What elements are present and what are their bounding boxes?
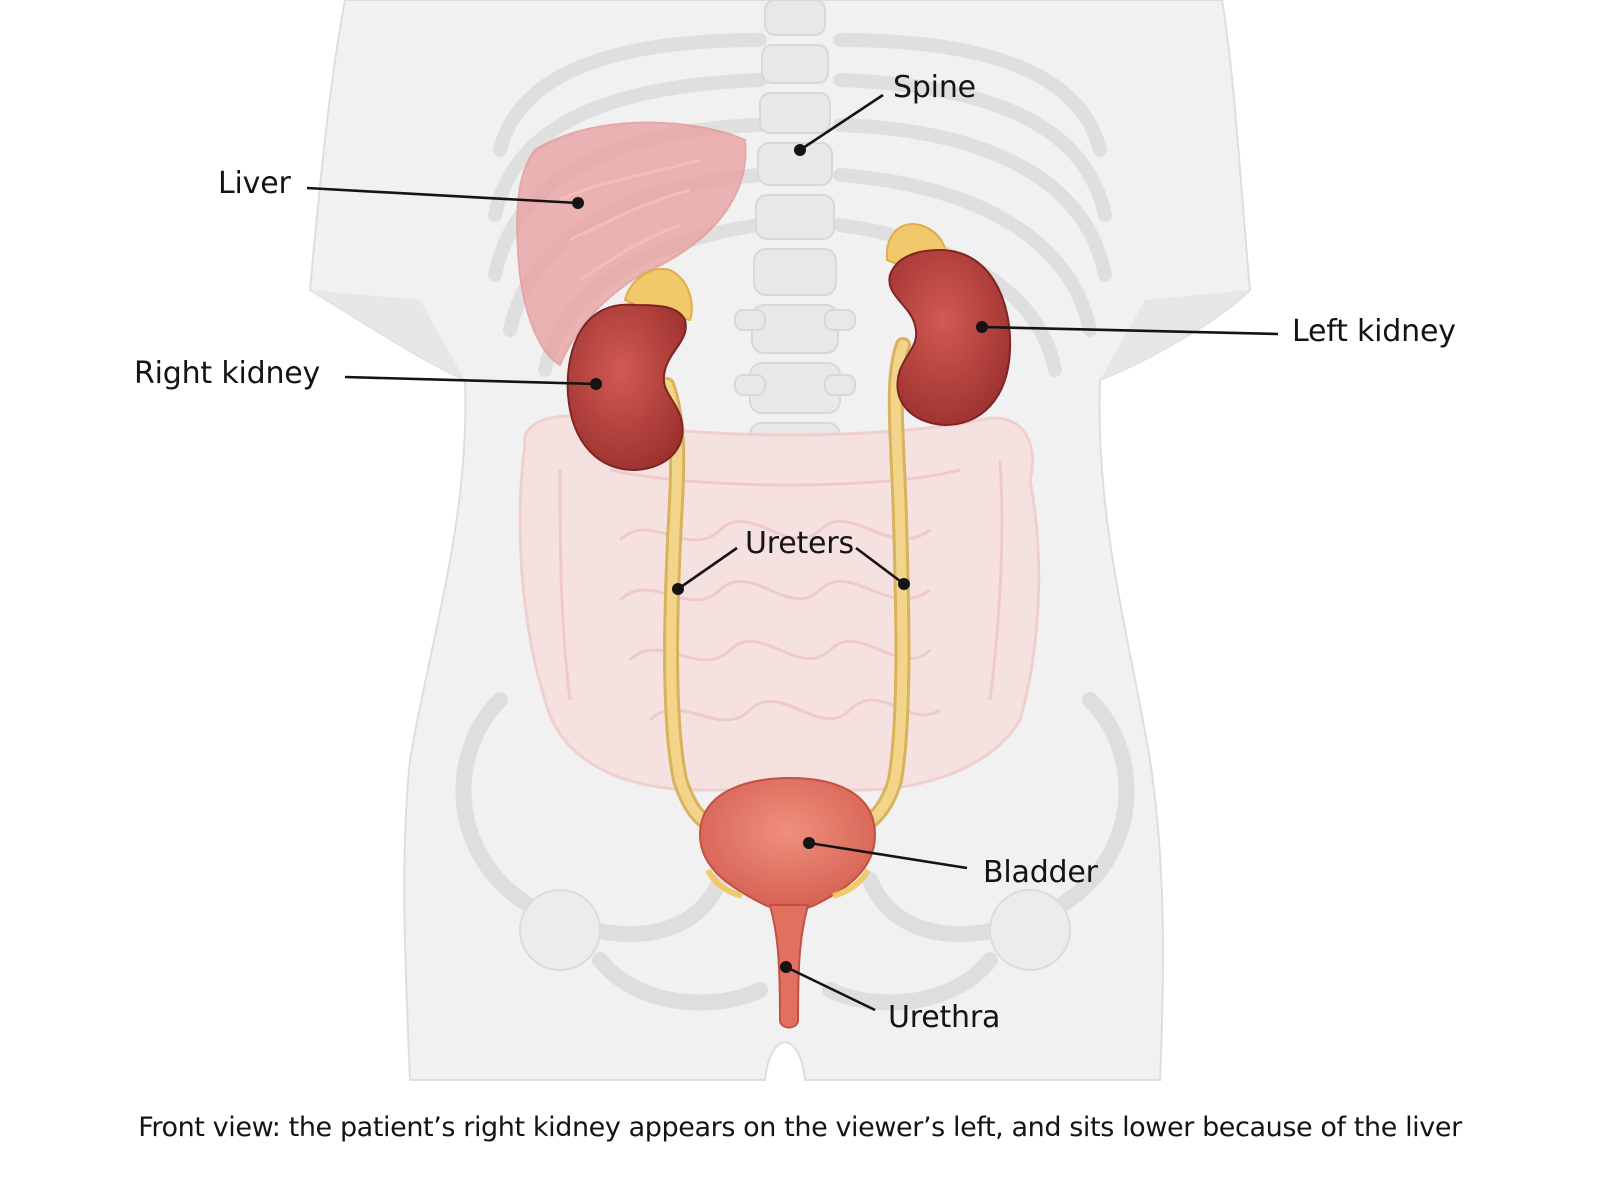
liver xyxy=(516,121,747,367)
diagram-caption: Front view: the patient’s right kidney a… xyxy=(138,1112,1462,1143)
liver-marker xyxy=(572,197,584,209)
bladder xyxy=(698,776,877,912)
right-kidney-marker xyxy=(590,378,602,390)
right-arm-shadow xyxy=(1100,290,1250,380)
liver-contours xyxy=(559,158,701,282)
spine-marker xyxy=(794,144,806,156)
bladder-label: Bladder xyxy=(983,855,1098,890)
femur-heads xyxy=(519,889,1071,971)
spine-label: Spine xyxy=(893,70,976,105)
right-ureter-marker xyxy=(672,583,684,595)
intestine-coils xyxy=(558,459,1004,722)
leader-endpoints xyxy=(572,144,988,973)
left-ureter-core xyxy=(855,340,908,833)
urethra-marker xyxy=(780,961,792,973)
bladder-rim xyxy=(705,868,871,899)
right-kidney-label: Right kidney xyxy=(134,356,321,391)
leader-lines xyxy=(306,93,1279,1012)
intestines xyxy=(518,414,1041,792)
ureters-label: Ureters xyxy=(745,526,854,561)
urethra-label: Urethra xyxy=(888,1000,1001,1035)
left-kidney xyxy=(888,248,1012,427)
bladder-marker xyxy=(803,837,815,849)
left-ureter-marker xyxy=(898,578,910,590)
left-kidney-label: Left kidney xyxy=(1292,314,1456,349)
right-kidney xyxy=(566,303,687,472)
liver-label: Liver xyxy=(218,166,291,201)
left-arm-shadow xyxy=(310,290,465,380)
left-kidney-marker xyxy=(976,321,988,333)
